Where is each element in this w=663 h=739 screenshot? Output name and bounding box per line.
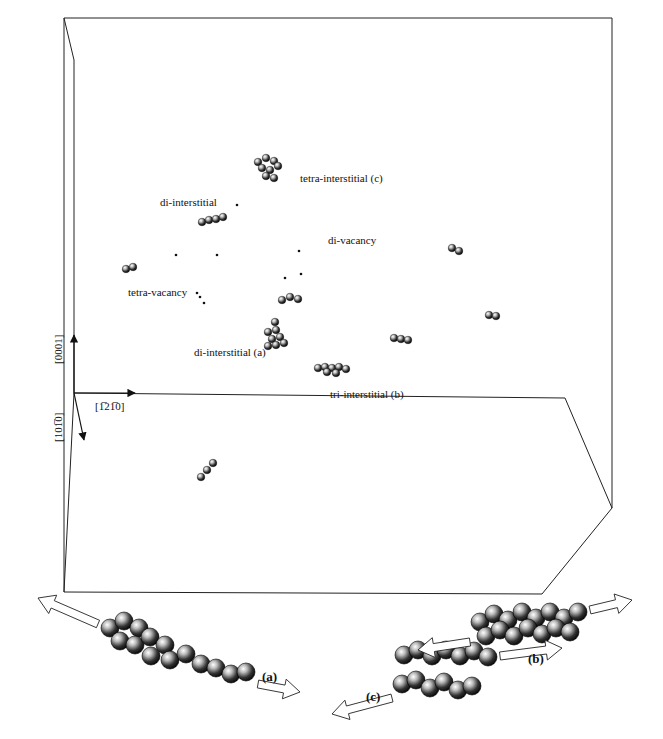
vacancy-dot <box>298 250 301 253</box>
atom <box>205 216 213 224</box>
atom-clusters <box>101 154 587 699</box>
panel-letter: (a) <box>262 670 277 684</box>
defect-label: di-interstitial (a) <box>194 346 266 358</box>
atom <box>264 328 272 336</box>
atom <box>272 326 280 334</box>
vacancy-dot <box>216 254 219 257</box>
atom <box>219 213 227 221</box>
inset-atom <box>569 603 587 621</box>
inset-atom <box>142 647 160 665</box>
vacancy-dot <box>203 302 206 305</box>
panel-letter: (b) <box>528 652 544 666</box>
defect-label: tri-interstitial (b) <box>330 388 404 400</box>
atom <box>404 336 412 344</box>
atom <box>492 312 500 320</box>
motion-arrow <box>589 594 632 614</box>
atom <box>272 341 280 349</box>
atom <box>278 296 286 304</box>
atom <box>270 174 278 182</box>
atom <box>455 247 463 255</box>
atom <box>262 154 270 162</box>
atom <box>448 244 456 252</box>
panel-letter: (c) <box>366 690 380 704</box>
atom <box>258 164 266 172</box>
atom <box>342 365 350 373</box>
atom <box>122 265 130 273</box>
atom <box>129 263 137 271</box>
inset-atom <box>561 623 579 641</box>
motion-arrows <box>38 594 632 720</box>
atom <box>390 334 398 342</box>
inset-atom <box>479 648 497 666</box>
atom <box>485 311 493 319</box>
inset-atom <box>177 645 195 663</box>
defect-label: tetra-vacancy <box>128 286 187 298</box>
axis-label: [101̅0] <box>52 413 64 442</box>
atom <box>397 335 405 343</box>
atom <box>294 295 302 303</box>
atom <box>286 293 294 301</box>
atom <box>280 339 288 347</box>
axis-label: [1̅21̅0] <box>95 400 124 412</box>
inset-atom <box>161 651 179 669</box>
defect-label: tetra-interstitial (c) <box>300 172 383 184</box>
motion-arrow <box>38 595 100 628</box>
atom <box>314 364 322 372</box>
vacancy-dot <box>175 254 178 257</box>
vacancy-dot <box>236 204 239 207</box>
vacancy-dot <box>199 296 202 299</box>
vacancy-dot <box>300 273 303 276</box>
crystal-axes <box>74 335 135 440</box>
vacancy-dot <box>284 277 287 280</box>
motion-arrow <box>418 638 471 658</box>
atom <box>197 473 205 481</box>
atom <box>323 368 331 376</box>
axis-label: [0001] <box>52 335 64 364</box>
atom <box>198 218 206 226</box>
inset-atom <box>237 663 255 681</box>
inset-atom <box>463 677 481 695</box>
atom <box>271 318 279 326</box>
atom <box>332 369 340 377</box>
atom <box>262 172 270 180</box>
atom <box>209 459 217 467</box>
defect-label: di-vacancy <box>328 234 376 246</box>
atom <box>212 215 220 223</box>
atom <box>203 466 211 474</box>
motion-arrow <box>332 694 393 719</box>
atom <box>274 162 282 170</box>
vacancy-dot <box>196 292 199 295</box>
box-edges <box>64 18 612 594</box>
defect-label: di-interstitial <box>160 196 217 208</box>
